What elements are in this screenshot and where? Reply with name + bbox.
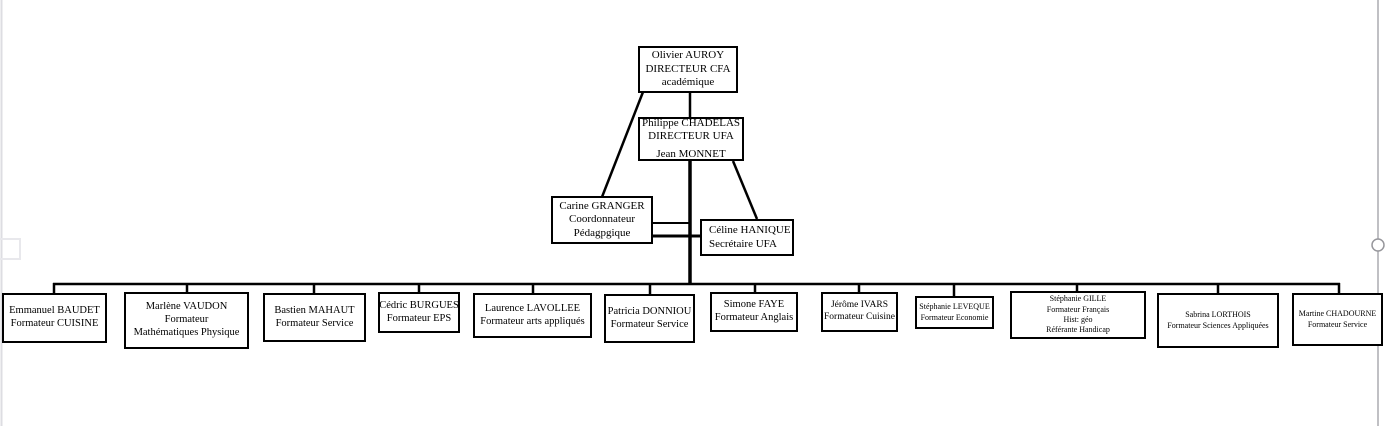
person-name: Simone FAYE [723,299,785,311]
person-title: Formateur arts appliqués [480,315,585,327]
person-title: Formateur Anglais [714,312,794,323]
person-name: Olivier AUROY [651,49,725,62]
connector-chadelas-hanique [731,160,759,220]
org-node-vaudon[interactable]: Marlène VAUDON Formateur Mathématiques P… [124,292,249,349]
org-node-gille[interactable]: Stéphanie GILLE Formateur Français Hist:… [1010,291,1146,339]
person-title: Formateur Service [610,318,689,330]
org-node-burgues[interactable]: Cédric BURGUES Formateur EPS [378,292,460,333]
person-name: Jérôme IVARS [830,300,889,311]
person-name: Patricia DONNIOU [607,305,692,317]
person-subtitle: Jean MONNET [656,147,726,160]
person-title: Formateur Sciences Appliquées [1167,320,1269,330]
ghost-box-left-edge [0,238,21,260]
org-node-leveque[interactable]: Stéphanie LEVEQUE Formateur Economie [915,296,994,329]
person-title: Coordonnateur [569,213,635,226]
person-name: Sabrina LORTHOIS [1185,310,1251,320]
person-name: Bastien MAHAUT [274,304,355,316]
person-title: Formateur Cuisine [824,312,895,322]
person-title: Formateur Service [275,317,354,329]
person-name: Marlène VAUDON [145,301,228,313]
org-node-lorthois[interactable]: Sabrina LORTHOIS Formateur Sciences Appl… [1157,293,1279,348]
org-node-granger[interactable]: Carine GRANGER Coordonnateur Pédagpgique [551,196,653,244]
org-node-faye[interactable]: Simone FAYE Formateur Anglais [710,292,798,332]
person-name: Stéphanie LEVEQUE [919,302,990,312]
person-title: DIRECTEUR CFA [645,62,731,75]
org-node-hanique[interactable]: Céline HANIQUE Secrétaire UFA [700,219,794,256]
person-title: Formateur EPS [386,312,452,324]
person-name: Martine CHADOURNE [1298,309,1377,319]
person-name: Laurence LAVOLLEE [484,302,581,314]
person-title: Formateur Economie [920,312,989,322]
person-subtitle: Hist: géo [1063,315,1093,324]
org-node-chadourne[interactable]: Martine CHADOURNE Formateur Service [1292,293,1383,346]
org-node-ivars[interactable]: Jérôme IVARS Formateur Cuisine [821,292,898,332]
person-name: Emmanuel BAUDET [9,305,100,317]
connector-auroy-granger [600,91,645,198]
org-node-lavollee[interactable]: Laurence LAVOLLEE Formateur arts appliqu… [473,293,592,338]
person-name: Carine GRANGER [559,199,645,212]
person-name: Cédric BURGUES [379,299,459,311]
org-node-auroy[interactable]: Olivier AUROY DIRECTEUR CFA académique [638,46,738,93]
org-node-baudet[interactable]: Emmanuel BAUDET Formateur CUISINE [2,293,107,343]
person-title: Secrétaire UFA [709,237,777,250]
person-title: Formateur Service [1307,319,1368,329]
org-node-donniou[interactable]: Patricia DONNIOU Formateur Service [604,294,695,343]
person-name: Stéphanie GILLE [1049,294,1107,304]
person-title: Formateur [164,314,209,326]
org-node-chadelas[interactable]: Philippe CHADELAS DIRECTEUR UFA Jean MON… [638,117,744,161]
canvas-resize-handle[interactable] [1371,238,1385,252]
person-subtitle: académique [661,76,715,89]
person-title: Formateur CUISINE [10,318,99,329]
person-title: Formateur Français [1046,304,1110,314]
person-subtitle: Pédagpgique [573,226,631,239]
person-name: Philippe CHADELAS [641,116,741,129]
person-subtitle: Mathématiques Physique [133,326,240,338]
org-node-mahaut[interactable]: Bastien MAHAUT Formateur Service [263,293,366,342]
person-name: Céline HANIQUE [709,224,791,237]
person-title: DIRECTEUR UFA [648,130,734,143]
person-role: Référante Handicap [1046,325,1110,335]
